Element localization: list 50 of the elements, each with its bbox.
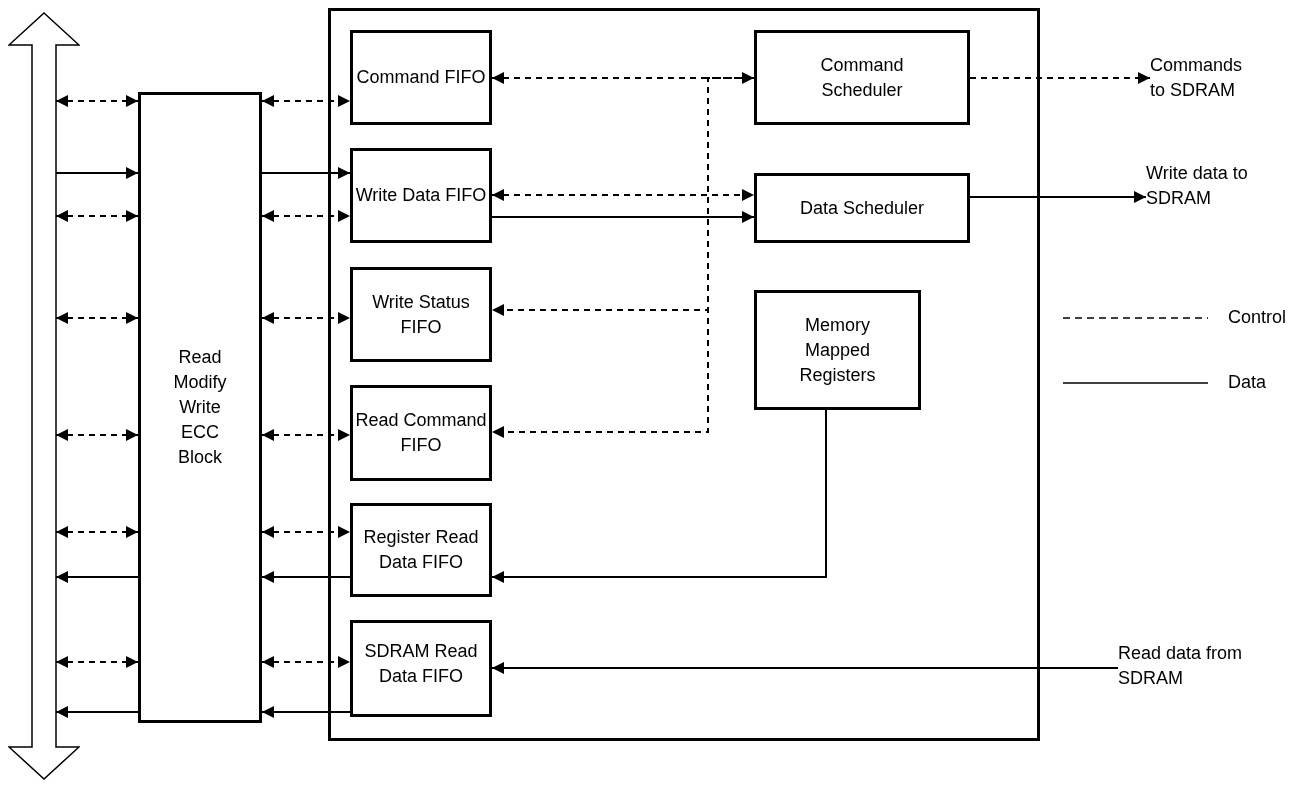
arrow	[261, 210, 351, 222]
arrow	[55, 706, 139, 718]
block-label: Memory Mapped Registers	[798, 313, 877, 387]
arrow	[491, 211, 755, 223]
block-label: Register Read Data FIFO	[362, 526, 480, 574]
signal-label: Write data to SDRAM	[1146, 162, 1249, 210]
arrow	[261, 706, 351, 718]
fifo-box	[350, 30, 492, 125]
fifo-box	[350, 148, 492, 243]
arrow	[261, 312, 351, 324]
arrow	[261, 429, 351, 441]
arrow	[55, 95, 139, 107]
arrow	[55, 429, 139, 441]
block-label: Data Scheduler	[799, 196, 925, 220]
block-label: Command Scheduler	[819, 53, 905, 102]
arrow	[55, 571, 139, 583]
controller-box	[328, 8, 1040, 741]
fifo-box	[350, 385, 492, 481]
block-label: Read Modify Write ECC Block	[172, 346, 228, 469]
block-label: Command FIFO	[356, 66, 486, 89]
arrow	[55, 210, 139, 222]
arrow	[55, 312, 139, 324]
arrow	[491, 409, 827, 583]
signal-label: Read data from SDRAM	[1118, 642, 1243, 690]
block-label: Read Command FIFO	[354, 409, 488, 457]
legend-label: Data	[1228, 371, 1267, 394]
arrow	[491, 189, 755, 201]
arrow	[261, 167, 351, 179]
arrow	[261, 526, 351, 538]
arrow	[55, 526, 139, 538]
scheduler-box	[754, 173, 970, 243]
legend-label: Control	[1228, 306, 1287, 329]
block-label: Write Status FIFO	[371, 290, 471, 339]
block-label: Write Data FIFO	[355, 184, 487, 207]
signal-label: Commands to SDRAM	[1150, 54, 1244, 102]
arrow	[491, 662, 1119, 674]
arrow	[55, 656, 139, 668]
fifo-box	[350, 503, 492, 597]
scheduler-box	[754, 30, 970, 125]
arrow	[261, 656, 351, 668]
fifo-box	[350, 620, 492, 717]
arrow	[55, 167, 139, 179]
register-box	[754, 290, 921, 410]
arrow	[261, 95, 351, 107]
block-label: SDRAM Read Data FIFO	[363, 640, 479, 688]
arrow	[969, 191, 1147, 203]
arrow	[261, 571, 351, 583]
ecc-block-box	[138, 92, 262, 723]
fifo-box	[350, 267, 492, 362]
arrow	[969, 72, 1151, 84]
